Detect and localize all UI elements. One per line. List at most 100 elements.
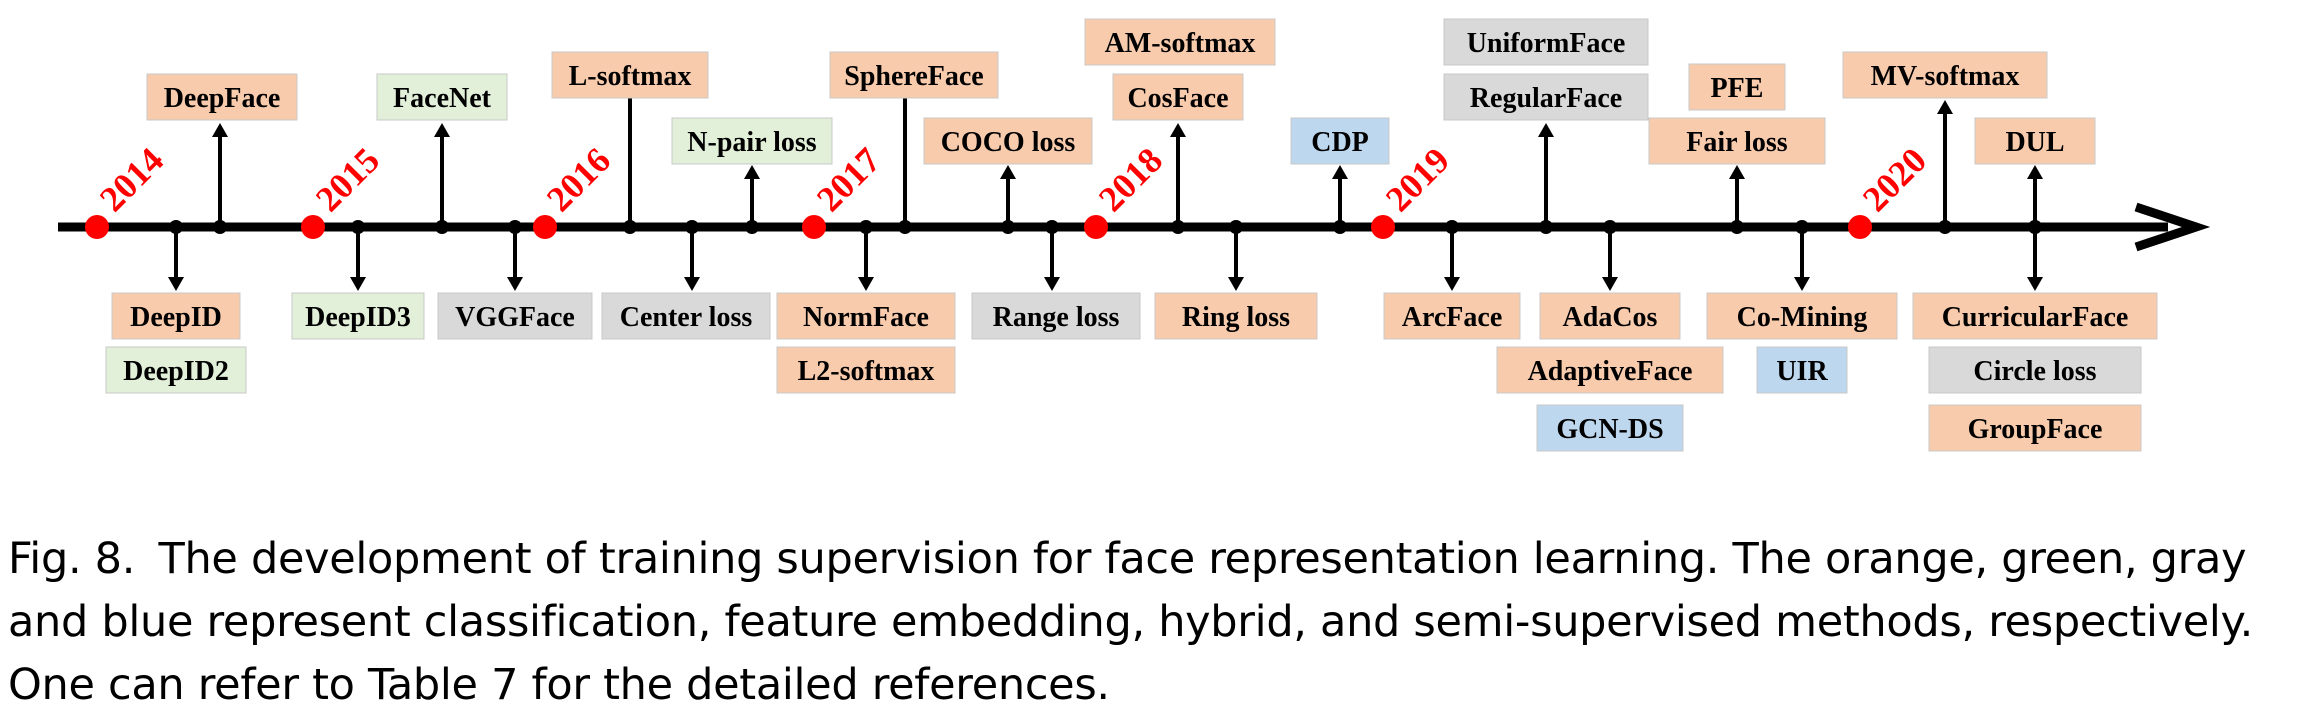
method-box-coco: COCO loss — [923, 117, 1093, 165]
method-label: SphereFace — [844, 61, 983, 92]
connector-arrow — [622, 78, 638, 234]
method-label: MV-softmax — [1871, 61, 2020, 92]
connector-arrow — [1538, 123, 1554, 234]
year-label-2020: 2020 — [1855, 140, 1934, 219]
method-box-regularface: RegularFace — [1443, 73, 1649, 121]
method-box-bg — [601, 292, 771, 340]
method-box-deepid3: DeepID3 — [291, 292, 425, 340]
method-label: VGGFace — [455, 302, 575, 333]
method-box-l2softmax: L2-softmax — [776, 346, 956, 394]
method-label: DeepID3 — [305, 302, 411, 333]
method-label: DUL — [2005, 127, 2064, 158]
method-label: CDP — [1311, 127, 1369, 158]
method-box-bg — [376, 73, 508, 121]
method-box-vggface: VGGFace — [437, 292, 593, 340]
method-box-bg — [291, 292, 425, 340]
year-label-2015: 2015 — [308, 140, 387, 219]
connector-arrow — [1170, 123, 1186, 234]
method-box-bg — [1536, 404, 1684, 452]
method-box-bg — [1648, 117, 1826, 165]
year-dot-2020 — [1848, 215, 1872, 239]
year-dot-2016 — [533, 215, 557, 239]
year-dot-2014 — [85, 215, 109, 239]
method-box-bg — [1974, 117, 2096, 165]
method-label: COCO loss — [941, 127, 1076, 158]
method-box-pfe: PFE — [1688, 63, 1786, 111]
method-box-bg — [1912, 292, 2158, 340]
method-box-cosface: CosFace — [1112, 73, 1244, 121]
timeline-axis — [58, 202, 2211, 252]
year-label-2018: 2018 — [1091, 140, 1170, 219]
method-box-bg — [923, 117, 1093, 165]
method-box-bg — [1154, 292, 1318, 340]
method-box-adacos: AdaCos — [1539, 292, 1681, 340]
method-label: DeepID — [130, 302, 222, 333]
method-label: CurricularFace — [1942, 302, 2129, 333]
method-label: NormFace — [803, 302, 929, 333]
connector-arrow — [1937, 100, 1953, 234]
method-label: AdaptiveFace — [1528, 356, 1693, 387]
method-box-deepid2: DeepID2 — [105, 346, 247, 394]
method-label: UniformFace — [1467, 28, 1626, 59]
method-label: N-pair loss — [687, 127, 816, 158]
year-dot-2017 — [802, 215, 826, 239]
year-dot-2018 — [1084, 215, 1108, 239]
method-box-cdp: CDP — [1290, 117, 1390, 165]
year-dot-2019 — [1371, 215, 1395, 239]
year-label-2016: 2016 — [539, 140, 618, 219]
method-box-adaptiveface: AdaptiveFace — [1496, 346, 1724, 394]
method-box-gcnds: GCN-DS — [1536, 404, 1684, 452]
method-box-curricularface: CurricularFace — [1912, 292, 2158, 340]
method-label: L2-softmax — [798, 356, 935, 387]
method-box-deepid: DeepID — [111, 292, 241, 340]
method-box-mvsoftmax: MV-softmax — [1842, 51, 2048, 99]
method-box-bg — [1496, 346, 1724, 394]
method-label: PFE — [1711, 73, 1764, 104]
method-box-bg — [1112, 73, 1244, 121]
method-box-sphereface: SphereFace — [829, 51, 999, 99]
figure-caption: Fig. 8. The development of training supe… — [8, 528, 2298, 717]
method-box-bg — [1084, 18, 1276, 66]
method-label: GroupFace — [1968, 414, 2103, 445]
method-box-bg — [1842, 51, 2048, 99]
method-label: RegularFace — [1470, 83, 1622, 114]
connector-arrow — [434, 123, 450, 234]
method-box-facenet: FaceNet — [376, 73, 508, 121]
method-box-lsoftmax: L-softmax — [551, 51, 709, 99]
method-box-bg — [146, 73, 298, 121]
method-box-bg — [671, 117, 833, 165]
method-label: DeepID2 — [123, 356, 229, 387]
method-box-deepface: DeepFace — [146, 73, 298, 121]
method-box-ringloss: Ring loss — [1154, 292, 1318, 340]
method-box-groupface: GroupFace — [1928, 404, 2142, 452]
method-label: GCN-DS — [1556, 414, 1663, 445]
method-box-bg — [1928, 346, 2142, 394]
method-box-bg — [1688, 63, 1786, 111]
connector-arrow — [212, 123, 228, 234]
method-label: ArcFace — [1402, 302, 1503, 333]
method-box-amsoftmax: AM-softmax — [1084, 18, 1276, 66]
method-box-uniformface: UniformFace — [1443, 18, 1649, 66]
method-label: Ring loss — [1182, 302, 1290, 333]
method-label: Range loss — [993, 302, 1120, 333]
year-label-2019: 2019 — [1378, 140, 1457, 219]
method-box-comining: Co-Mining — [1706, 292, 1898, 340]
method-label: AM-softmax — [1105, 28, 1256, 59]
method-box-bg — [1443, 73, 1649, 121]
method-box-bg — [1383, 292, 1521, 340]
method-box-normface: NormFace — [776, 292, 956, 340]
figure-caption-text: The development of training supervision … — [8, 534, 2253, 710]
method-box-dul: DUL — [1974, 117, 2096, 165]
method-label: FaceNet — [393, 83, 492, 114]
method-label: Fair loss — [1686, 127, 1787, 158]
method-box-bg — [776, 346, 956, 394]
method-label: Circle loss — [1973, 356, 2096, 387]
year-label-2014: 2014 — [92, 140, 171, 219]
year-dot-2015 — [301, 215, 325, 239]
method-box-rangeloss: Range loss — [971, 292, 1141, 340]
method-box-bg — [1756, 346, 1848, 394]
method-label: UIR — [1776, 356, 1828, 387]
method-box-bg — [776, 292, 956, 340]
method-box-npair: N-pair loss — [671, 117, 833, 165]
